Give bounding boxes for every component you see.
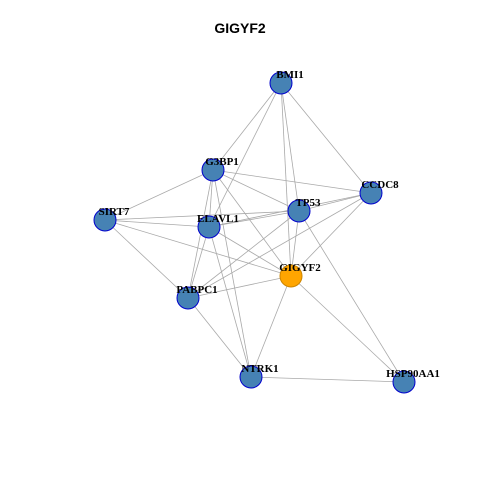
edge-sirt7-tp53: [104, 210, 300, 221]
node-ccdc8[interactable]: [359, 181, 383, 205]
node-elavl1[interactable]: [197, 215, 221, 239]
node-label-sirt7: SIRT7: [99, 206, 130, 218]
node-label-ntrk1: NTRK1: [241, 363, 278, 375]
node-label-ccdc8: CCDC8: [361, 179, 399, 191]
edge-layer: [104, 82, 405, 383]
edge-gigyf2-hsp90aa1: [290, 275, 405, 383]
edge-bmi1-elavl1: [208, 82, 282, 228]
edge-tp53-ccdc8: [298, 192, 372, 212]
edge-elavl1-pabpc1: [187, 226, 210, 299]
node-label-pabpc1: PABPC1: [176, 284, 217, 296]
edge-bmi1-tp53: [280, 82, 300, 212]
edge-tp53-hsp90aa1: [298, 210, 405, 383]
node-label-elavl1: ELAVL1: [197, 213, 239, 225]
edge-g3bp1-ntrk1: [212, 169, 252, 378]
edge-pabpc1-ntrk1: [187, 297, 252, 378]
edge-bmi1-gigyf2: [280, 82, 292, 277]
node-tp53[interactable]: [287, 199, 311, 223]
edge-g3bp1-ccdc8: [212, 169, 372, 194]
edge-g3bp1-sirt7: [104, 169, 214, 221]
node-ntrk1[interactable]: [239, 365, 263, 389]
node-hsp90aa1[interactable]: [392, 370, 416, 394]
node-sirt7[interactable]: [93, 208, 117, 232]
node-label-bmi1: BMI1: [276, 69, 304, 81]
edge-ccdc8-pabpc1: [187, 192, 372, 299]
edge-sirt7-elavl1: [104, 219, 210, 228]
edge-sirt7-pabpc1: [104, 219, 189, 299]
node-gigyf2[interactable]: [279, 264, 303, 288]
edge-gigyf2-pabpc1: [187, 275, 292, 299]
node-pabpc1[interactable]: [176, 286, 200, 310]
edge-tp53-pabpc1: [187, 210, 300, 299]
node-label-tp53: TP53: [295, 197, 321, 209]
edge-sirt7-gigyf2: [104, 219, 292, 277]
edge-elavl1-gigyf2: [208, 226, 292, 277]
node-bmi1[interactable]: [269, 71, 293, 95]
edge-bmi1-ccdc8: [280, 82, 372, 194]
edge-gigyf2-ntrk1: [250, 275, 292, 378]
edge-g3bp1-tp53: [212, 169, 300, 212]
node-label-gigyf2: GIGYF2: [279, 262, 321, 274]
edge-elavl1-ntrk1: [208, 226, 252, 378]
edge-g3bp1-gigyf2: [212, 169, 292, 277]
node-label-hsp90aa1: HSP90AA1: [386, 368, 440, 380]
edge-ccdc8-gigyf2: [290, 192, 372, 277]
edge-elavl1-tp53: [208, 210, 300, 228]
edge-bmi1-g3bp1: [212, 82, 282, 171]
node-label-g3bp1: G3BP1: [205, 156, 239, 168]
edge-ntrk1-hsp90aa1: [250, 376, 405, 383]
graph-title: GIGYF2: [214, 20, 266, 36]
node-g3bp1[interactable]: [201, 158, 225, 182]
node-layer: [93, 71, 416, 394]
